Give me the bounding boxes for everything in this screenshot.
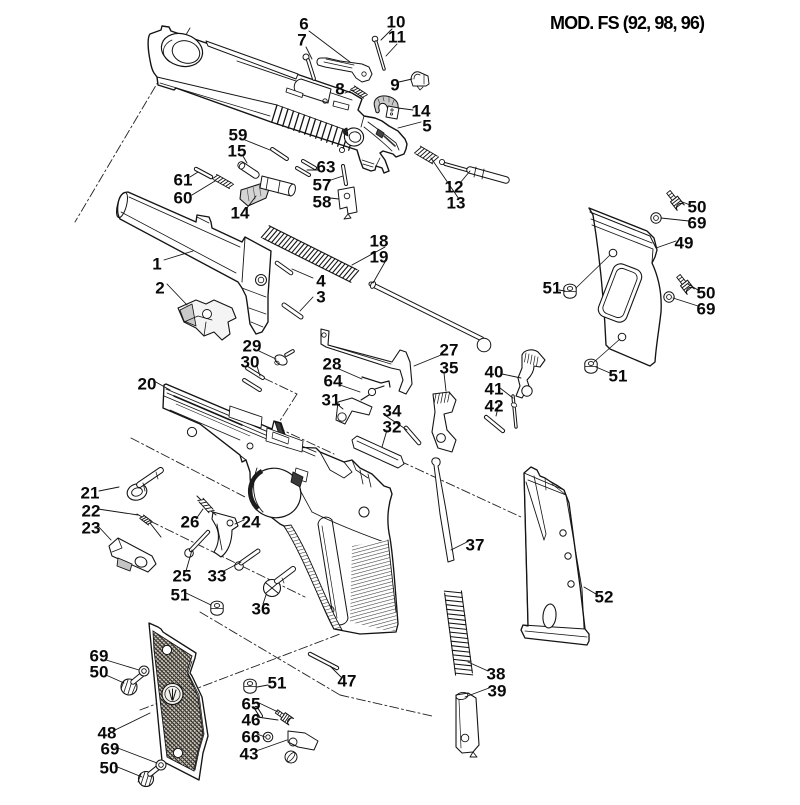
svg-text:26: 26 — [181, 512, 200, 531]
svg-text:43: 43 — [240, 744, 259, 763]
svg-text:13: 13 — [447, 193, 466, 212]
svg-text:41: 41 — [485, 379, 504, 398]
svg-text:18: 18 — [370, 231, 389, 250]
svg-text:10: 10 — [387, 12, 406, 31]
svg-text:50: 50 — [697, 283, 716, 302]
svg-text:9: 9 — [390, 75, 399, 94]
svg-text:35: 35 — [440, 358, 459, 377]
svg-text:14: 14 — [412, 101, 431, 120]
svg-text:65: 65 — [242, 694, 261, 713]
svg-text:52: 52 — [595, 587, 614, 606]
svg-text:40: 40 — [485, 362, 504, 381]
svg-text:69: 69 — [688, 213, 707, 232]
svg-text:37: 37 — [466, 535, 485, 554]
svg-text:61: 61 — [174, 170, 193, 189]
svg-text:47: 47 — [338, 671, 357, 690]
svg-text:6: 6 — [299, 14, 308, 33]
svg-text:24: 24 — [242, 512, 261, 531]
svg-text:42: 42 — [485, 396, 504, 415]
svg-text:12: 12 — [445, 177, 464, 196]
svg-text:19: 19 — [370, 247, 389, 266]
svg-text:50: 50 — [688, 197, 707, 216]
svg-text:30: 30 — [241, 352, 260, 371]
svg-text:64: 64 — [324, 371, 343, 390]
svg-text:11: 11 — [388, 27, 406, 46]
svg-text:38: 38 — [487, 664, 506, 683]
svg-text:2: 2 — [155, 278, 164, 297]
svg-text:8: 8 — [335, 79, 344, 98]
svg-text:66: 66 — [242, 727, 261, 746]
svg-text:31: 31 — [322, 390, 341, 409]
svg-text:60: 60 — [174, 188, 193, 207]
svg-text:51: 51 — [543, 278, 562, 297]
svg-text:32: 32 — [383, 417, 402, 436]
svg-text:58: 58 — [313, 192, 332, 211]
svg-text:7: 7 — [297, 30, 306, 49]
svg-text:36: 36 — [252, 599, 271, 618]
svg-text:51: 51 — [609, 366, 628, 385]
svg-text:MOD. FS (92, 98, 96): MOD. FS (92, 98, 96) — [550, 13, 705, 33]
svg-text:28: 28 — [323, 354, 342, 373]
svg-text:63: 63 — [317, 157, 336, 176]
svg-text:1: 1 — [152, 254, 161, 273]
svg-text:3: 3 — [316, 287, 325, 306]
svg-text:15: 15 — [228, 141, 247, 160]
svg-text:49: 49 — [675, 233, 694, 252]
svg-text:48: 48 — [98, 723, 117, 742]
svg-text:21: 21 — [81, 483, 100, 502]
svg-text:5: 5 — [422, 116, 431, 135]
svg-text:51: 51 — [268, 673, 287, 692]
svg-text:50: 50 — [90, 662, 109, 681]
svg-text:34: 34 — [383, 401, 402, 420]
svg-text:22: 22 — [82, 501, 101, 520]
svg-text:50: 50 — [100, 758, 119, 777]
svg-text:25: 25 — [173, 566, 192, 585]
svg-text:14: 14 — [231, 203, 250, 222]
svg-text:69: 69 — [697, 299, 716, 318]
svg-text:57: 57 — [313, 175, 332, 194]
svg-text:69: 69 — [101, 739, 120, 758]
svg-text:69: 69 — [90, 646, 109, 665]
svg-text:27: 27 — [440, 340, 459, 359]
svg-text:33: 33 — [208, 566, 227, 585]
svg-text:23: 23 — [82, 518, 101, 537]
svg-text:29: 29 — [243, 336, 262, 355]
svg-text:39: 39 — [488, 681, 507, 700]
svg-text:20: 20 — [138, 374, 157, 393]
svg-text:46: 46 — [242, 710, 261, 729]
svg-text:51: 51 — [171, 585, 190, 604]
svg-text:59: 59 — [229, 125, 248, 144]
svg-text:4: 4 — [316, 271, 326, 290]
